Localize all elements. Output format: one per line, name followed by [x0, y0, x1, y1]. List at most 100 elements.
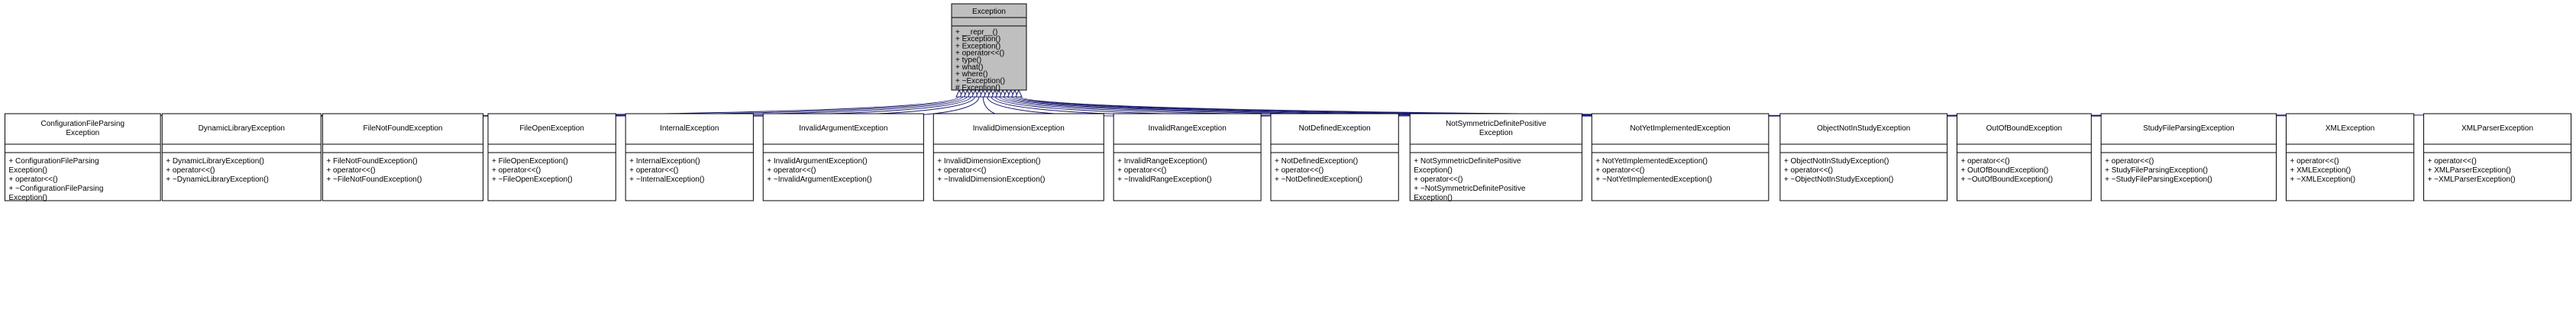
class-operation: + operator<<() [1595, 166, 1644, 175]
class-operation: + ~FileNotFoundException() [326, 175, 422, 184]
class-operation: + operator<<() [492, 166, 541, 175]
class-box-notdefinedexception[interactable]: NotDefinedException + NotDefinedException… [1270, 113, 1399, 201]
base-class-exception[interactable]: Exception+ __repr__()+ Exception()+ Exce… [951, 3, 1027, 92]
class-box-frame [2423, 113, 2572, 201]
class-operation: + operator<<() [937, 166, 986, 175]
class-box-xmlparserexception[interactable]: XMLParserException+ operator<<()+ XMLPar… [2423, 113, 2572, 201]
class-operation: + DynamicLibraryException() [166, 157, 264, 166]
class-box-objectnotinstudyexception[interactable]: ObjectNotInStudyException + ObjectNotInSt… [1779, 113, 1948, 201]
class-box-invaliddimensionexception[interactable]: InvalidDimensionException + InvalidDimens… [932, 113, 1104, 201]
inheritance-arrowhead [1015, 89, 1023, 98]
class-box-xmlexception[interactable]: XMLException + operator<<()+ XMLException… [2285, 113, 2415, 201]
class-box-invalidrangeexception[interactable]: InvalidRangeException+ InvalidRangeExcep… [1113, 113, 1262, 201]
class-operation: + NotYetImplementedException() [1595, 157, 1708, 166]
class-operation: + XMLException() [2290, 166, 2351, 175]
class-operation: + StudyFileParsingException() [2105, 166, 2208, 175]
base-class-operation: + where() [955, 70, 988, 79]
class-box-internalexception[interactable]: InternalException + InternalException()+ … [625, 113, 754, 201]
base-class-operation: + ~Exception() [955, 77, 1005, 85]
class-name: OutOfBoundException [1986, 124, 2063, 133]
class-operation: + InternalException() [629, 157, 700, 166]
inheritance-edge [1018, 95, 2498, 117]
inheritance-edge [82, 95, 960, 117]
class-operation: + ~FileOpenException() [492, 175, 573, 184]
class-operation: + operator<<() [8, 175, 57, 184]
base-class-operation: + Exception() [955, 35, 1000, 43]
class-operation: + ~XMLParserException() [2428, 175, 2516, 184]
class-box-fileopenexception[interactable]: FileOpenException+ FileOpenException()+ … [487, 113, 616, 201]
base-class-operation: + operator<<() [955, 49, 1004, 57]
class-operation: + operator<<() [1784, 166, 1833, 175]
class-name: NotYetImplementedException [1630, 124, 1730, 133]
class-operation: + operator<<() [767, 166, 816, 175]
class-box-frame [487, 113, 616, 201]
class-name: FileNotFoundException [364, 124, 443, 133]
class-operation: + ~InvalidArgumentException() [767, 175, 871, 184]
base-class-operation: + __repr__() [955, 28, 997, 37]
base-class-operation: + what() [955, 63, 983, 72]
class-operation: + ~NotDefinedException() [1275, 175, 1362, 184]
class-operation: + operator<<() [2428, 157, 2477, 166]
class-box-frame [2100, 113, 2277, 201]
class-box-frame [762, 113, 924, 201]
class-operation: + operator<<() [1275, 166, 1324, 175]
class-operation: + InvalidRangeException() [1117, 157, 1207, 166]
class-operation: + operator<<() [2105, 157, 2154, 166]
class-operation: + ~ObjectNotInStudyException() [1784, 175, 1893, 184]
class-operation: + ~InvalidRangeException() [1117, 175, 1211, 184]
class-operation: + ~XMLException() [2290, 175, 2355, 184]
class-box-frame [932, 113, 1104, 201]
class-operation: + InvalidArgumentException() [767, 157, 867, 166]
class-box-frame [1956, 113, 2092, 201]
class-operation: + XMLParserException() [2428, 166, 2511, 175]
class-operation: + ~DynamicLibraryException() [166, 175, 269, 184]
class-box-filenotfoundexception[interactable]: FileNotFoundException + FileNotFoundExcep… [322, 113, 484, 201]
class-operation: + InvalidDimensionException() [937, 157, 1040, 166]
class-box-frame [2285, 113, 2415, 201]
class-operation: + NotDefinedException() [1275, 157, 1358, 166]
class-box-frame [1113, 113, 1262, 201]
class-name: DynamicLibraryException [199, 124, 285, 133]
class-operation: + operator<<() [1117, 166, 1166, 175]
inheritance-edges [82, 89, 2498, 117]
class-operation: + operator<<() [2290, 157, 2338, 166]
class-name: XMLException [2326, 124, 2374, 133]
base-class-operation: + Exception() [955, 42, 1000, 50]
class-name: InternalException [660, 124, 719, 133]
class-box-frame [1409, 113, 1582, 201]
class-name: InvalidDimensionException [973, 124, 1065, 133]
class-operation: + FileNotFoundException() [326, 157, 417, 166]
class-operation: + operator<<() [1960, 157, 2009, 166]
class-name: FileOpenException [519, 124, 584, 133]
class-box-invalidargumentexception[interactable]: InvalidArgumentException + InvalidArgumen… [762, 113, 924, 201]
inheritance-edge [1006, 95, 2025, 117]
class-box-frame [1779, 113, 1948, 201]
base-class-name: Exception [972, 8, 1006, 16]
class-operation: + ObjectNotInStudyException() [1784, 157, 1889, 166]
class-operation: + operator<<() [629, 166, 678, 175]
class-box-outofboundexception[interactable]: OutOfBoundException+ operator<<()+ OutOf… [1956, 113, 2092, 201]
base-class-operation: + type() [955, 56, 981, 65]
class-name: InvalidArgumentException [799, 124, 887, 133]
class-operation: + ~OutOfBoundException() [1960, 175, 2053, 184]
class-operation: + operator<<() [166, 166, 215, 175]
class-box-studyfileparsingexception[interactable]: StudyFileParsingException+ operator<<()+… [2100, 113, 2277, 201]
class-box-notyetimplementedexception[interactable]: NotYetImplementedException + NotYetImplem… [1591, 113, 1770, 201]
class-box-dynamiclibraryexception[interactable]: DynamicLibraryException + DynamicLibraryE… [161, 113, 322, 201]
class-name: NotDefinedException [1299, 124, 1371, 133]
class-name: ObjectNotInStudyException [1817, 124, 1910, 133]
class-box-frame [161, 113, 322, 201]
class-box-frame [322, 113, 484, 201]
base-class-operation: # Exception() [955, 84, 1000, 92]
class-box-frame [625, 113, 754, 201]
class-operation: + ~NotYetImplementedException() [1595, 175, 1712, 184]
class-operation: + FileOpenException() [492, 157, 568, 166]
